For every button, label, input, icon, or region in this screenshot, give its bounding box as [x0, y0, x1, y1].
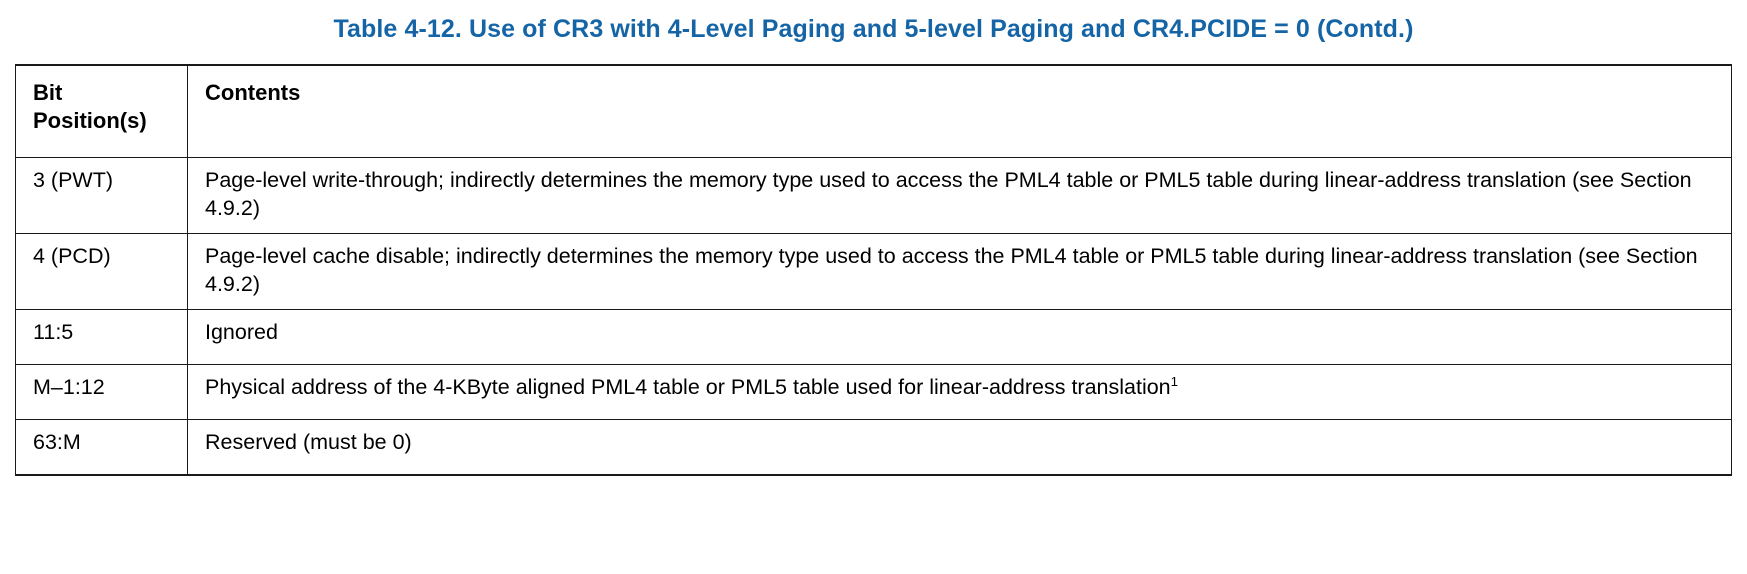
table-caption: Table 4-12. Use of CR3 with 4-Level Pagi…	[333, 15, 1414, 43]
cell-bit-position: 3 (PWT)	[15, 157, 188, 234]
cell-contents: Ignored	[187, 309, 1732, 365]
table-row: 11:5 Ignored	[15, 309, 1732, 365]
table-body: 3 (PWT) Page-level write-through; indire…	[15, 157, 1732, 476]
table-row: 3 (PWT) Page-level write-through; indire…	[15, 157, 1732, 234]
table-row: 63:M Reserved (must be 0)	[15, 419, 1732, 476]
table-row: M–1:12 Physical address of the 4-KByte a…	[15, 364, 1732, 420]
table-header-row: Bit Position(s) Contents	[15, 64, 1732, 158]
cell-bit-position: M–1:12	[15, 364, 188, 420]
cell-bit-position: 11:5	[15, 309, 188, 365]
column-header-contents: Contents	[187, 64, 1732, 158]
cell-contents: Page-level cache disable; indirectly det…	[187, 233, 1732, 310]
table-row: 4 (PCD) Page-level cache disable; indire…	[15, 233, 1732, 310]
cell-contents: Reserved (must be 0)	[187, 419, 1732, 476]
table-header: Bit Position(s) Contents	[15, 64, 1732, 158]
column-header-bit-positions: Bit Position(s)	[15, 64, 188, 158]
table-container: Bit Position(s) Contents 3 (PWT) Page-le…	[15, 64, 1732, 476]
cell-contents-text: Page-level cache disable; indirectly det…	[205, 244, 1698, 296]
cell-contents-text: Reserved (must be 0)	[205, 430, 412, 454]
cell-contents-text: Physical address of the 4-KByte aligned …	[205, 375, 1171, 399]
footnote-reference-marker: 1	[1170, 373, 1179, 389]
cell-bit-position: 63:M	[15, 419, 188, 476]
cell-contents: Page-level write-through; indirectly det…	[187, 157, 1732, 234]
cell-contents-text: Ignored	[205, 320, 278, 344]
cell-contents-text: Page-level write-through; indirectly det…	[205, 168, 1692, 220]
cell-bit-position: 4 (PCD)	[15, 233, 188, 310]
cell-contents: Physical address of the 4-KByte aligned …	[187, 364, 1732, 420]
cr3-bit-table: Bit Position(s) Contents 3 (PWT) Page-le…	[15, 64, 1732, 476]
